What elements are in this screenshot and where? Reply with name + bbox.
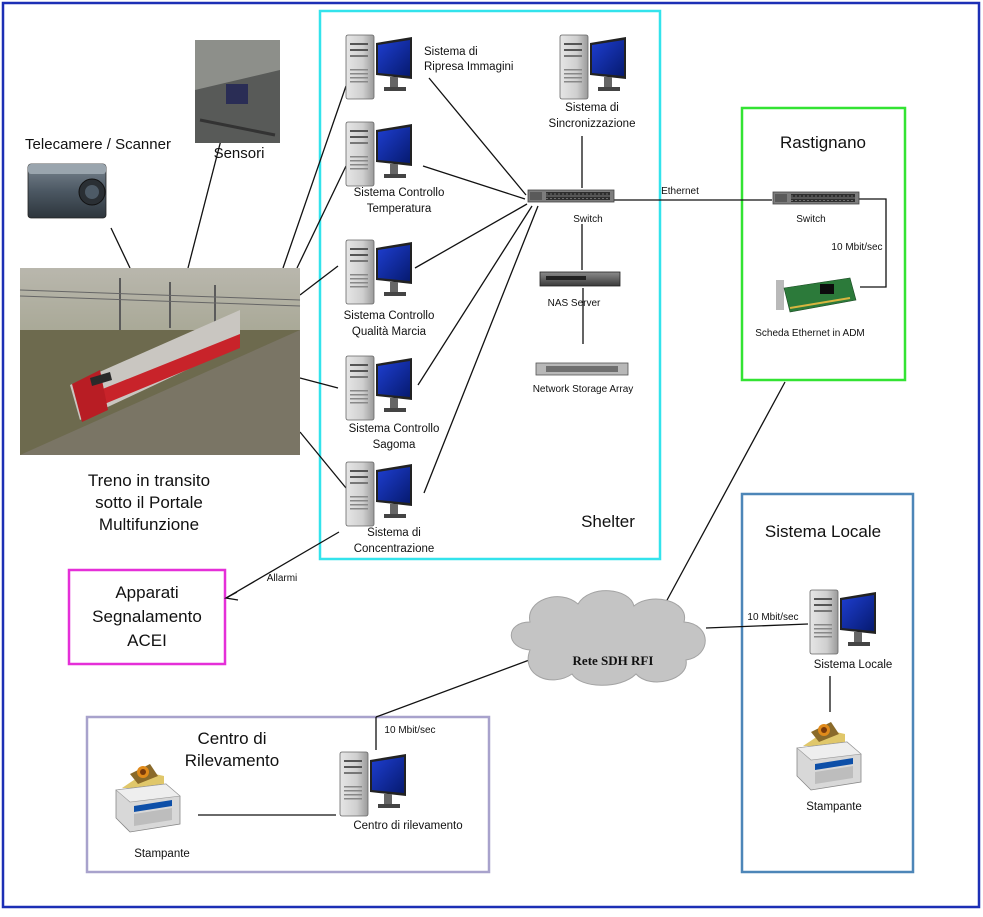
centro-pc-label: Centro di rilevamento bbox=[353, 820, 462, 832]
ripresa-label-1: Sistema di bbox=[424, 46, 478, 58]
sincronizzazione-label-1: Sistema di bbox=[565, 102, 619, 114]
sensor-image bbox=[195, 40, 280, 143]
rastignano-box bbox=[740, 106, 907, 382]
nas-server-label: NAS Server bbox=[548, 298, 601, 309]
pc-temperatura-icon bbox=[345, 121, 413, 187]
centro-title-1: Centro di bbox=[198, 729, 267, 748]
locale-printer-label: Stampante bbox=[806, 801, 862, 813]
temperatura-label-1: Sistema Controllo bbox=[354, 187, 445, 199]
shelter-switch-icon bbox=[527, 189, 615, 203]
sagoma-label-2: Sagoma bbox=[373, 439, 416, 451]
qualita-label-1: Sistema Controllo bbox=[344, 310, 435, 322]
pc-sincronizzazione-icon bbox=[559, 34, 627, 100]
shelter-title: Shelter bbox=[581, 512, 635, 531]
cloud-label: Rete SDH RFI bbox=[573, 653, 654, 668]
ethernet-card-label: Scheda Ethernet in ADM bbox=[755, 328, 865, 339]
temperatura-label-2: Temperatura bbox=[367, 203, 432, 215]
storage-array-icon bbox=[535, 362, 629, 376]
acei-box bbox=[67, 568, 227, 666]
rastignano-mbit-label: 10 Mbit/sec bbox=[831, 242, 882, 253]
sagoma-label-1: Sistema Controllo bbox=[349, 423, 440, 435]
cloud-icon bbox=[510, 590, 706, 686]
ethernet-label: Ethernet bbox=[661, 186, 699, 197]
train-label-1: Treno in transito bbox=[88, 471, 210, 490]
centro-mbit-label: 10 Mbit/sec bbox=[384, 725, 435, 736]
rastignano-switch-icon bbox=[772, 191, 860, 205]
cameras-label: Telecamere / Scanner bbox=[25, 136, 171, 153]
acei-label-3: ACEI bbox=[127, 631, 167, 650]
rastignano-switch-label: Switch bbox=[796, 214, 825, 225]
pc-sagoma-icon bbox=[345, 355, 413, 421]
concentrazione-label-2: Concentrazione bbox=[354, 543, 435, 555]
sistema-locale-pc-label: Sistema Locale bbox=[814, 659, 893, 671]
nas-server-icon bbox=[539, 271, 621, 287]
train-image bbox=[19, 268, 301, 455]
sensors-label: Sensori bbox=[214, 145, 265, 162]
sincronizzazione-label-2: Sincronizzazione bbox=[549, 118, 636, 130]
centro-printer-label: Stampante bbox=[134, 848, 190, 860]
acei-label-1: Apparati bbox=[115, 583, 178, 602]
printer-locale-icon bbox=[796, 721, 862, 791]
sistema-locale-box bbox=[740, 492, 915, 874]
acei-label-2: Segnalamento bbox=[92, 607, 202, 626]
printer-centro-icon bbox=[115, 763, 181, 833]
centro-title-2: Rilevamento bbox=[185, 751, 280, 770]
ripresa-label-2: Ripresa Immagini bbox=[424, 61, 513, 73]
allarmi-label: Allarmi bbox=[267, 573, 298, 584]
sistema-locale-title: Sistema Locale bbox=[765, 522, 881, 541]
pc-centro-icon bbox=[339, 751, 407, 817]
pc-sistema-locale-icon bbox=[809, 589, 877, 655]
connection-lines bbox=[110, 77, 887, 816]
pc-qualita-icon bbox=[345, 239, 413, 305]
camera-image bbox=[27, 163, 107, 219]
rastignano-title: Rastignano bbox=[780, 133, 866, 152]
qualita-label-2: Qualità Marcia bbox=[352, 326, 427, 338]
train-label-2: sotto il Portale bbox=[95, 493, 203, 512]
shelter-switch-label: Switch bbox=[573, 214, 602, 225]
pc-ripresa-icon bbox=[345, 34, 413, 100]
shelter-box bbox=[318, 9, 662, 561]
ethernet-card-icon bbox=[776, 277, 857, 313]
train-label-3: Multifunzione bbox=[99, 515, 199, 534]
locale-mbit-label: 10 Mbit/sec bbox=[747, 612, 798, 623]
centro-box bbox=[85, 715, 491, 874]
concentrazione-label-1: Sistema di bbox=[367, 527, 421, 539]
storage-array-label: Network Storage Array bbox=[533, 384, 634, 395]
pc-concentrazione-icon bbox=[345, 461, 413, 527]
